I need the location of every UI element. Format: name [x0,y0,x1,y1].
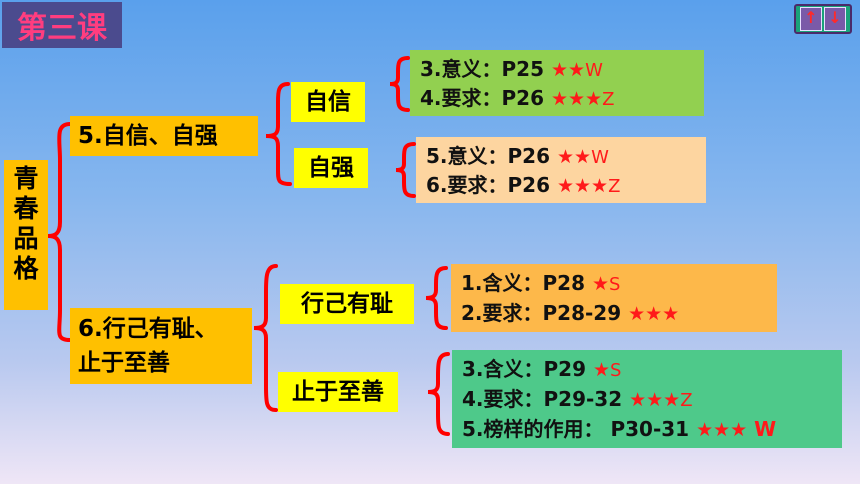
brace-n5 [265,82,292,186]
detail-line: 4.要求：P26 ★★★Z [420,86,615,110]
node-5: 5.自信、自强 [70,116,258,156]
star-rating: ★★★ [556,175,609,197]
node-6: 6.行己有耻、 止于至善 [70,308,252,384]
brace-ziqiang [395,142,416,198]
tag-label: Z [680,390,693,411]
sub-xingji: 行己有耻 [280,284,414,324]
detail-box-ziqiang: 5.意义：P26 ★★W 6.要求：P26 ★★★Z [416,137,706,203]
detail-box-xingji: 1.含义：P28 ★S 2.要求：P28-29 ★★★ [451,264,777,332]
tag-label: S [609,274,621,295]
arrow-down-icon[interactable]: ↓ [824,7,846,31]
lesson-title: 第三课 [2,2,122,48]
root-char: 品 [13,224,39,253]
tag-label: Z [602,89,615,110]
brace-root [47,122,72,342]
root-char: 春 [13,194,39,223]
star-rating: ★★★ [628,303,680,325]
star-rating: ★★ [550,59,586,81]
sub-zixin: 自信 [291,82,365,122]
tag-label: W [591,147,609,168]
star-rating: ★ [592,359,611,381]
brace-n6 [253,264,278,412]
brace-zhiyu [427,352,450,436]
node-6-line2: 止于至善 [78,350,170,376]
nav-controls: ↑ ↓ [794,4,852,34]
detail-line: 2.要求：P28-29 ★★★ [461,301,680,325]
tag-label: W [754,417,777,441]
tag-label: W [585,60,603,81]
star-rating: ★★ [556,146,592,168]
detail-line: 6.要求：P26 ★★★Z [426,173,621,197]
detail-line: 1.含义：P28 ★S [461,271,621,295]
arrow-up-icon[interactable]: ↑ [800,7,822,31]
root-node: 青 春 品 格 [4,160,48,310]
star-rating: ★★★ [629,389,681,411]
detail-line: 4.要求：P29-32 ★★★Z [462,387,693,411]
star-rating: ★ [591,273,610,295]
sub-zhiyu: 止于至善 [278,372,398,412]
tag-label: Z [608,176,621,197]
brace-xingji [425,266,448,330]
tag-label: S [610,360,622,381]
detail-line: 5.意义：P26 ★★W [426,144,609,168]
detail-line: 3.意义：P25 ★★W [420,57,603,81]
detail-box-zixin: 3.意义：P25 ★★W 4.要求：P26 ★★★Z [410,50,704,116]
node-6-line1: 6.行己有耻、 [78,316,218,342]
root-char: 青 [13,164,39,193]
root-char: 格 [13,254,39,283]
brace-zixin [389,56,410,112]
detail-line: 5.榜样的作用： P30-31 ★★★ W [462,417,777,441]
detail-line: 3.含义：P29 ★S [462,357,622,381]
star-rating: ★★★ [696,419,748,441]
detail-box-zhiyu: 3.含义：P29 ★S 4.要求：P29-32 ★★★Z 5.榜样的作用： P3… [452,350,842,448]
sub-ziqiang: 自强 [294,148,368,188]
star-rating: ★★★ [550,88,603,110]
